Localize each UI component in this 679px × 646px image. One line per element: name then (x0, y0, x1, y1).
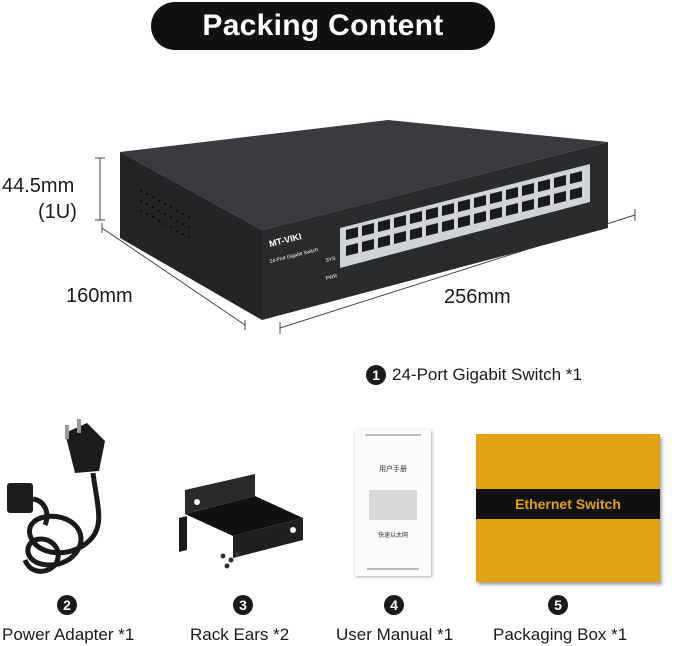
item-5-label: Packaging Box *1 (493, 625, 628, 644)
packaging-box-image: Ethernet Switch (476, 434, 660, 582)
switch-side-face (120, 152, 262, 320)
page-title: Packing Content (202, 9, 444, 42)
switch-top-face (120, 120, 608, 230)
height-dimension: 44.5mm (2, 175, 75, 197)
vent-holes (140, 190, 190, 238)
item-1-caption: 1 24-Port Gigabit Switch *1 (366, 365, 582, 385)
page-title-pill: Packing Content (151, 2, 495, 50)
width-dimension: 256mm (444, 286, 511, 308)
manual-footer-line (367, 568, 419, 570)
rack-ears-image (179, 474, 303, 569)
manual-header-line (365, 434, 421, 436)
item-5-number: 5 (548, 595, 568, 615)
ports (346, 171, 582, 256)
item-4-label: User Manual *1 (336, 625, 454, 644)
sys-label: SYS (325, 256, 337, 264)
switch-illustration: MT-VIKI 24-Port Gigabit Switch SYS PWR (95, 120, 636, 334)
manual-switch-sketch (369, 490, 417, 520)
box-band: Ethernet Switch (476, 489, 660, 519)
item-3-number: 3 (233, 595, 253, 615)
power-adapter-image (7, 419, 105, 574)
item-4-number: 4 (384, 595, 404, 615)
manual-title: 用户手册 (379, 466, 407, 473)
user-manual-image: 用户手册 快速以太网 (355, 430, 431, 576)
item-2-label: Power Adapter *1 (2, 625, 135, 644)
manual-subtitle: 快速以太网 (377, 533, 408, 539)
pwr-label: PWR (325, 273, 338, 282)
height-unit: (1U) (38, 201, 77, 223)
box-label: Ethernet Switch (515, 496, 621, 512)
item-1-label: 24-Port Gigabit Switch *1 (392, 365, 582, 384)
depth-dimension: 160mm (66, 285, 133, 307)
item-2-number: 2 (57, 595, 77, 615)
item-1-number: 1 (366, 365, 386, 385)
item-3-label: Rack Ears *2 (190, 625, 290, 644)
